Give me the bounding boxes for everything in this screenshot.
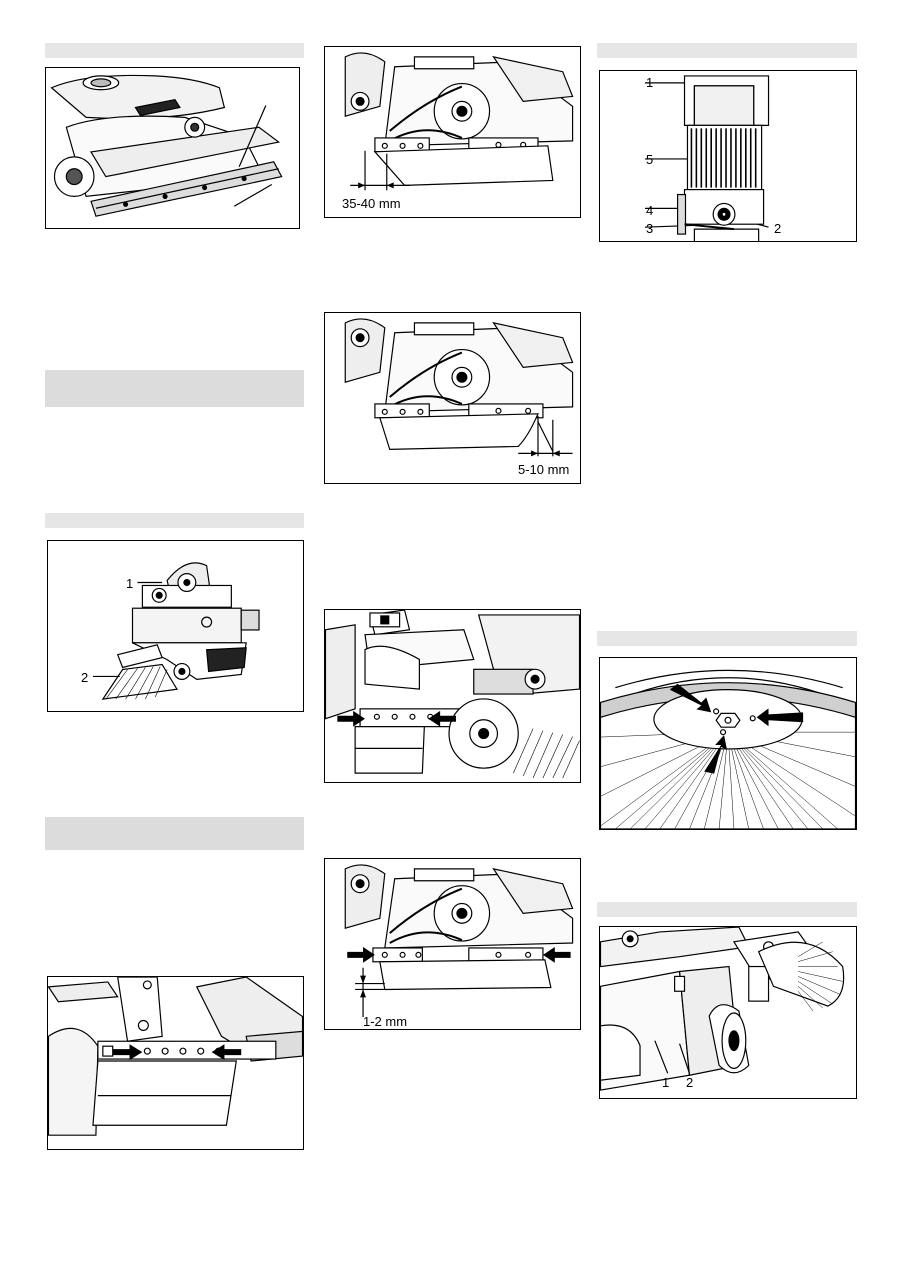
side-broom-mount-illustration [600, 927, 845, 1091]
section-bar [597, 902, 857, 917]
machine-illustration [50, 74, 283, 217]
figure-squeegee-holder-arrows [324, 609, 581, 783]
section-bar [597, 631, 857, 646]
figure-brush-assembly: 1 2 [47, 540, 304, 712]
filter-box-illustration [644, 75, 770, 241]
squeegee-mount-illustration [48, 977, 303, 1136]
side-broom-illustration [600, 669, 856, 829]
callout-2: 2 [686, 1075, 694, 1090]
callout-1: 1 [662, 1075, 670, 1090]
figure-squeegee-mount-arrows [47, 976, 304, 1150]
section-bar [45, 43, 304, 58]
callout-5: 5 [646, 152, 654, 167]
squeegee-height-illustration [344, 864, 574, 1018]
callout-1: 1 [126, 576, 134, 591]
section-bar [597, 43, 857, 58]
dimension-label: 1-2 mm [363, 1014, 408, 1029]
callout-4: 4 [646, 203, 654, 218]
callout-1: 1 [646, 75, 654, 90]
callout-2: 2 [81, 670, 89, 685]
squeegee-offset-illustration [344, 318, 574, 457]
figure-side-broom-mount: 1 2 [599, 926, 857, 1099]
callout-2: 2 [774, 221, 782, 236]
figure-squeegee-offset-5-10: 5-10 mm [324, 312, 581, 484]
figure-squeegee-gap-35-40: 35-40 mm [324, 46, 581, 218]
section-bar [45, 513, 304, 528]
callout-3: 3 [646, 221, 654, 236]
figure-squeegee-height-1-2: 1-2 mm [324, 858, 581, 1030]
figure-side-broom-squeegee [45, 67, 300, 229]
squeegee-holder-illustration [325, 610, 580, 779]
section-heading-bar [45, 370, 304, 407]
brush-assembly-illustration [92, 562, 260, 700]
figure-filter-box: 1 5 4 3 2 [599, 70, 857, 242]
squeegee-gap-illustration [344, 52, 574, 191]
section-heading-bar [45, 817, 304, 850]
figure-side-broom-screws [599, 657, 857, 830]
dimension-label: 5-10 mm [518, 462, 570, 477]
dimension-label: 35-40 mm [342, 196, 401, 211]
